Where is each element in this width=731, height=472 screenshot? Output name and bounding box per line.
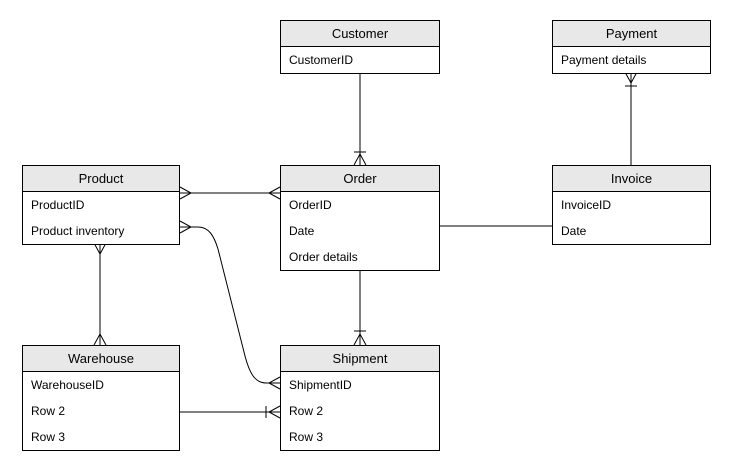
- entity-payment-row: Payment details: [561, 53, 647, 67]
- entity-warehouse-row: Row 2: [31, 404, 66, 418]
- entity-shipment-header: Shipment: [281, 346, 439, 372]
- entity-product[interactable]: Product ProductID Product inventory: [22, 165, 180, 245]
- entity-warehouse-row: WarehouseID: [31, 378, 104, 392]
- entity-invoice-row: InvoiceID: [561, 198, 612, 212]
- entity-order-row: OrderID: [289, 198, 332, 212]
- connector-warehouse-shipment[interactable]: [180, 405, 281, 419]
- entity-customer-header: Customer: [281, 21, 439, 47]
- entity-warehouse[interactable]: Warehouse WarehouseID Row 2 Row 3: [22, 345, 180, 451]
- entity-invoice[interactable]: Invoice InvoiceID Date: [552, 165, 711, 245]
- connector-product-order[interactable]: [179, 186, 281, 200]
- entity-customer-row: CustomerID: [289, 53, 354, 67]
- entity-shipment-row: ShipmentID: [289, 378, 352, 392]
- entity-shipment-row: Row 2: [289, 404, 324, 418]
- entity-order-row: Order details: [289, 250, 358, 264]
- entity-payment[interactable]: Payment Payment details: [552, 20, 711, 74]
- entity-invoice-header: Invoice: [553, 166, 710, 192]
- entity-shipment[interactable]: Shipment ShipmentID Row 2 Row 3: [280, 345, 440, 451]
- entity-product-header: Product: [23, 166, 179, 192]
- entity-order-header: Order: [281, 166, 439, 192]
- entity-invoice-row: Date: [561, 224, 587, 238]
- connector-invoice-payment[interactable]: [624, 71, 638, 165]
- entity-order[interactable]: Order OrderID Date Order details: [280, 165, 440, 271]
- connector-product-warehouse[interactable]: [93, 242, 107, 346]
- connector-product-shipment[interactable]: [179, 220, 281, 390]
- entity-warehouse-row: Row 3: [31, 430, 66, 444]
- connector-order-shipment[interactable]: [353, 269, 367, 346]
- entity-product-row: ProductID: [31, 198, 85, 212]
- entity-customer[interactable]: Customer CustomerID: [280, 20, 440, 74]
- entity-product-row: Product inventory: [31, 224, 125, 238]
- entity-order-row: Date: [289, 224, 315, 238]
- entity-warehouse-header: Warehouse: [23, 346, 179, 372]
- entity-payment-header: Payment: [553, 21, 710, 47]
- connector-customer-order[interactable]: [353, 72, 367, 166]
- entity-shipment-row: Row 3: [289, 430, 324, 444]
